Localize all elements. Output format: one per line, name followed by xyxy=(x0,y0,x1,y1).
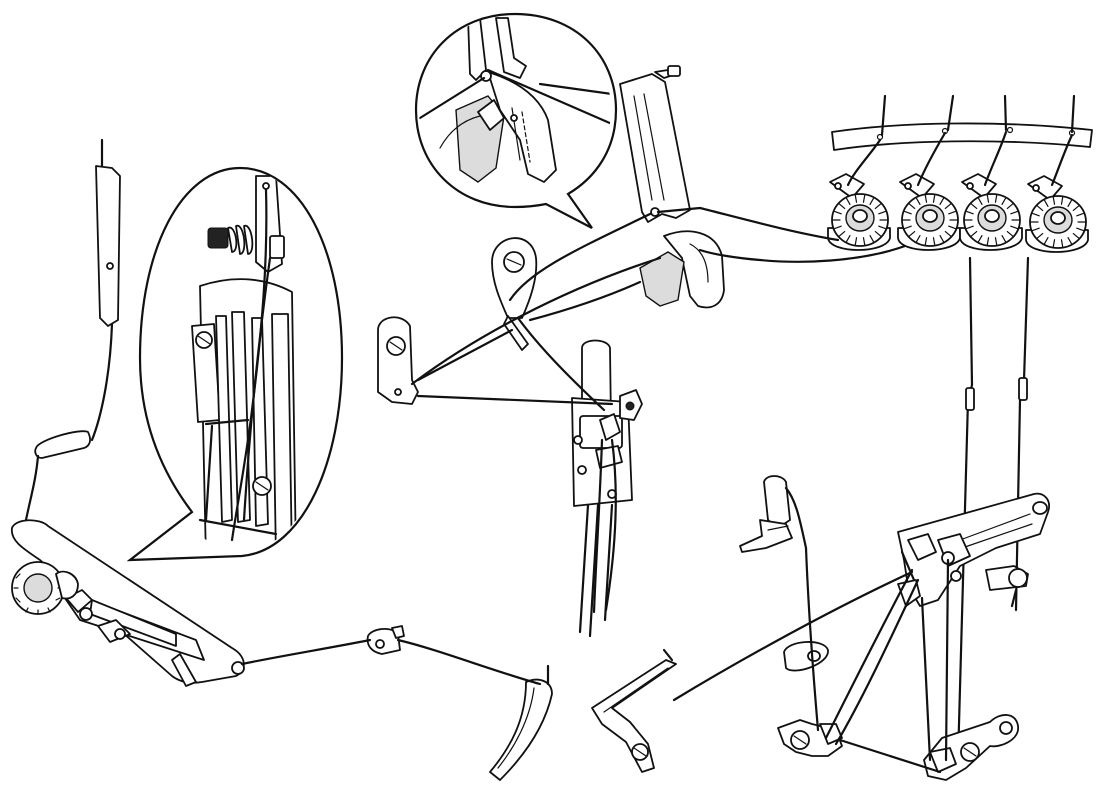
upper-thread-guide-hook xyxy=(639,230,725,309)
needle-thread-eyelet xyxy=(491,237,538,351)
lower-looper-right xyxy=(591,648,677,773)
upper-looper-arm xyxy=(739,475,808,553)
upper-thread-guide-post xyxy=(619,65,691,223)
lower-right-bracket-right xyxy=(923,714,1019,781)
lower-looper-curved-left xyxy=(489,664,553,781)
left-upper-bracket xyxy=(90,138,121,442)
lower-right-threads xyxy=(672,546,1018,774)
lower-center-eyelet xyxy=(366,625,405,655)
dial-to-upper-guide-thread xyxy=(698,244,907,263)
tension-dial xyxy=(959,173,1023,251)
right-small-eyelet xyxy=(783,641,829,672)
right-main-bracket xyxy=(897,492,1050,607)
guide-to-dial-threads xyxy=(846,130,1074,187)
tension-dial xyxy=(1025,175,1089,253)
tension-dial xyxy=(827,173,891,251)
top-thread-guide-bar xyxy=(831,94,1093,151)
left-tension-knob xyxy=(11,561,79,615)
needle-bar xyxy=(571,339,643,507)
center-threading-paths xyxy=(410,212,662,412)
top-detail-callout xyxy=(414,12,618,229)
left-looper-base xyxy=(10,519,245,687)
lower-left-threads xyxy=(240,638,542,686)
tension-dials xyxy=(827,173,1089,253)
left-detail-callout xyxy=(126,166,344,562)
needles xyxy=(578,438,617,638)
dial1-to-guide-thread xyxy=(656,206,840,242)
tension-dial xyxy=(897,173,961,251)
left-spring-guide xyxy=(24,430,91,522)
lower-right-bracket-left xyxy=(777,719,843,757)
left-thread-guide-clip xyxy=(377,316,419,405)
